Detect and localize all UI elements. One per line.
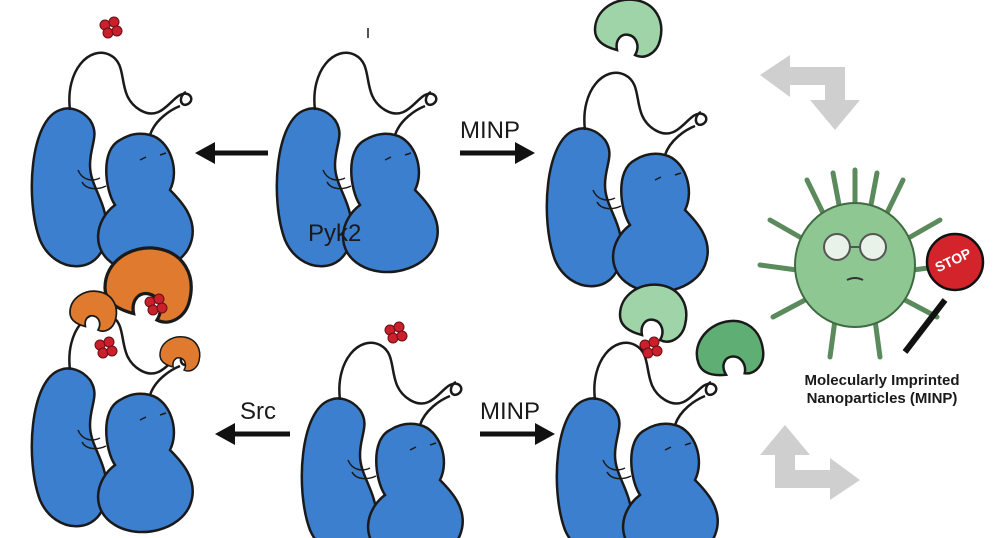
cycle-arrow-top-icon: [760, 55, 860, 130]
minp-mascot: [757, 167, 953, 360]
cycle-arrow-bottom-icon: [760, 425, 860, 500]
minp-caption: Molecularly Imprinted Nanoparticles (MIN…: [782, 372, 982, 408]
stop-sign-icon: [902, 232, 985, 354]
src-label: Src: [240, 398, 276, 425]
pyk2-minp-bound-bottom: [555, 283, 772, 538]
pyk2-src-bound-bottom: [30, 246, 201, 534]
minp-label-bottom: MINP: [480, 398, 540, 425]
pyk2-minp-bound-top: [545, 0, 709, 294]
minp-caption-line2: Nanoparticles (MINP): [806, 390, 958, 407]
pyk2-center-top: [275, 28, 439, 274]
pyk2-free-left-top: [30, 16, 194, 274]
minp-caption-line1: Molecularly Imprinted: [804, 372, 960, 389]
arrow-top-right: [460, 142, 535, 164]
pyk2-label: Pyk2: [308, 220, 362, 247]
arrow-bottom-left: [215, 423, 290, 445]
arrow-bottom-right: [480, 423, 555, 445]
pyk2-phospho-center-bottom: [300, 321, 464, 538]
minp-label-top: MINP: [460, 117, 520, 144]
arrow-top-left: [195, 142, 268, 164]
